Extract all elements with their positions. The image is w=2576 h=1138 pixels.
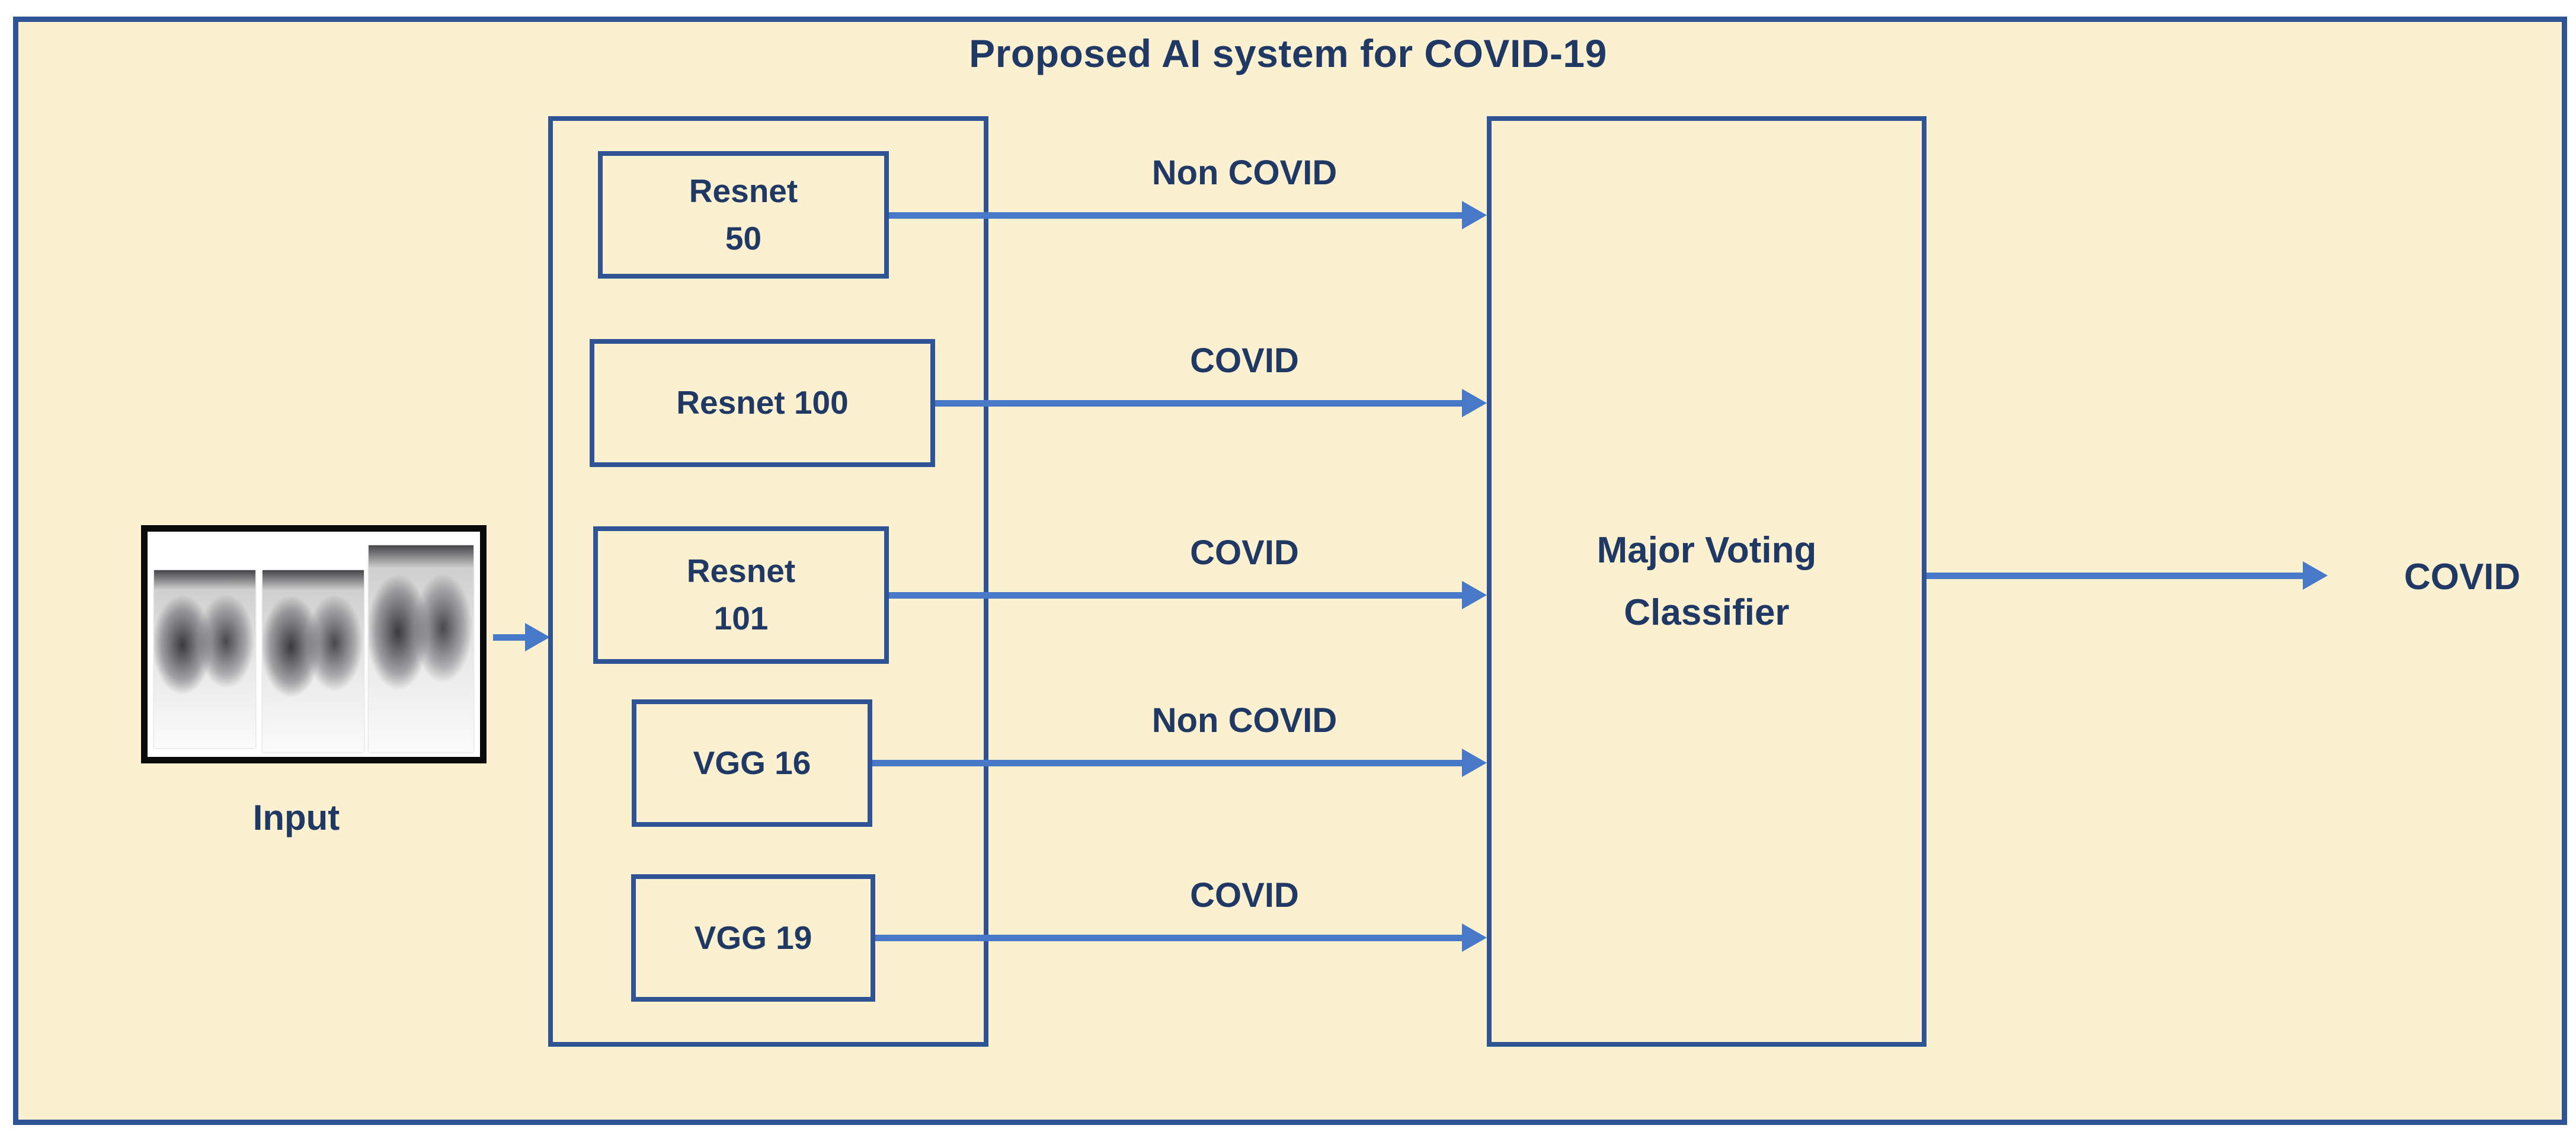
diagram-title: Proposed AI system for COVID-19 [969, 31, 1607, 75]
models-group-box [548, 116, 988, 1047]
arrow-line [875, 935, 1463, 941]
prediction-label-vgg16: Non COVID [1151, 701, 1337, 740]
input-label: Input [252, 798, 340, 837]
arrow-head [1462, 923, 1487, 952]
prediction-label-resnet50: Non COVID [1151, 154, 1337, 192]
model-box-vgg19: VGG 19 [631, 874, 875, 1002]
model-box-resnet100: Resnet 100 [590, 339, 935, 467]
arrow-line [1927, 573, 2304, 579]
arrow-head [1462, 201, 1487, 229]
arrow-line [889, 592, 1463, 599]
arrow-head [1462, 749, 1487, 777]
model-box-resnet101: Resnet 101 [593, 526, 889, 664]
xray-panel-2 [262, 570, 364, 753]
chest-xray-image [141, 525, 487, 763]
arrow-line [935, 400, 1463, 407]
classifier-box: Major Voting Classifier [1487, 116, 1927, 1047]
arrow-line [872, 760, 1463, 766]
arrow-line [889, 212, 1463, 219]
xray-panel-1 [154, 570, 256, 748]
prediction-label-resnet101: COVID [1190, 533, 1299, 572]
xray-panel-3 [369, 545, 473, 753]
arrow-head [525, 623, 550, 651]
model-box-vgg16: VGG 16 [632, 699, 872, 827]
output-label: COVID [2404, 557, 2521, 597]
arrow-line [493, 634, 526, 641]
model-box-resnet50: Resnet 50 [598, 151, 889, 279]
prediction-label-resnet100: COVID [1190, 341, 1299, 380]
arrow-head [1462, 389, 1487, 417]
arrow-head [1462, 581, 1487, 609]
prediction-label-vgg19: COVID [1190, 876, 1299, 915]
arrow-head [2303, 561, 2328, 590]
